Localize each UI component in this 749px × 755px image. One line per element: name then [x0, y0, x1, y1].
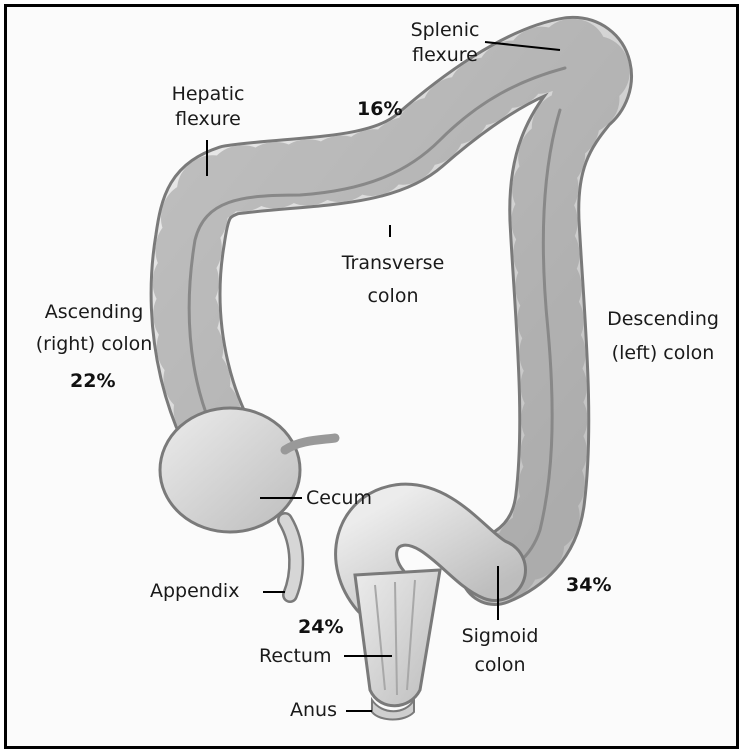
label-rectum: Rectum	[259, 644, 331, 669]
label-splenic-flexure: Splenic flexure	[400, 18, 490, 68]
label-line: flexure	[400, 43, 490, 68]
cecum-shape	[160, 408, 300, 532]
percent-ascending: 22%	[70, 370, 115, 392]
label-line: Ascending	[24, 296, 164, 328]
label-line: Splenic	[400, 18, 490, 43]
label-line: colon	[455, 651, 545, 680]
label-anus: Anus	[290, 698, 337, 723]
label-transverse-colon: Transverse colon	[326, 247, 460, 313]
label-appendix: Appendix	[150, 579, 239, 604]
label-line: (left) colon	[594, 336, 732, 370]
label-sigmoid-colon: Sigmoid colon	[455, 622, 545, 680]
label-cecum: Cecum	[306, 486, 372, 511]
percent-rectum: 24%	[298, 616, 343, 638]
label-line: Transverse	[326, 247, 460, 280]
label-line: flexure	[158, 107, 258, 132]
label-ascending-colon: Ascending (right) colon	[24, 296, 164, 360]
label-line: Sigmoid	[455, 622, 545, 651]
label-line: Hepatic	[158, 82, 258, 107]
label-hepatic-flexure: Hepatic flexure	[158, 82, 258, 132]
percent-transverse: 16%	[357, 98, 402, 120]
label-line: colon	[326, 280, 460, 313]
label-line: (right) colon	[24, 328, 164, 360]
label-descending-colon: Descending (left) colon	[594, 302, 732, 370]
label-line: Descending	[594, 302, 732, 336]
percent-descending-sigmoid: 34%	[566, 574, 611, 596]
